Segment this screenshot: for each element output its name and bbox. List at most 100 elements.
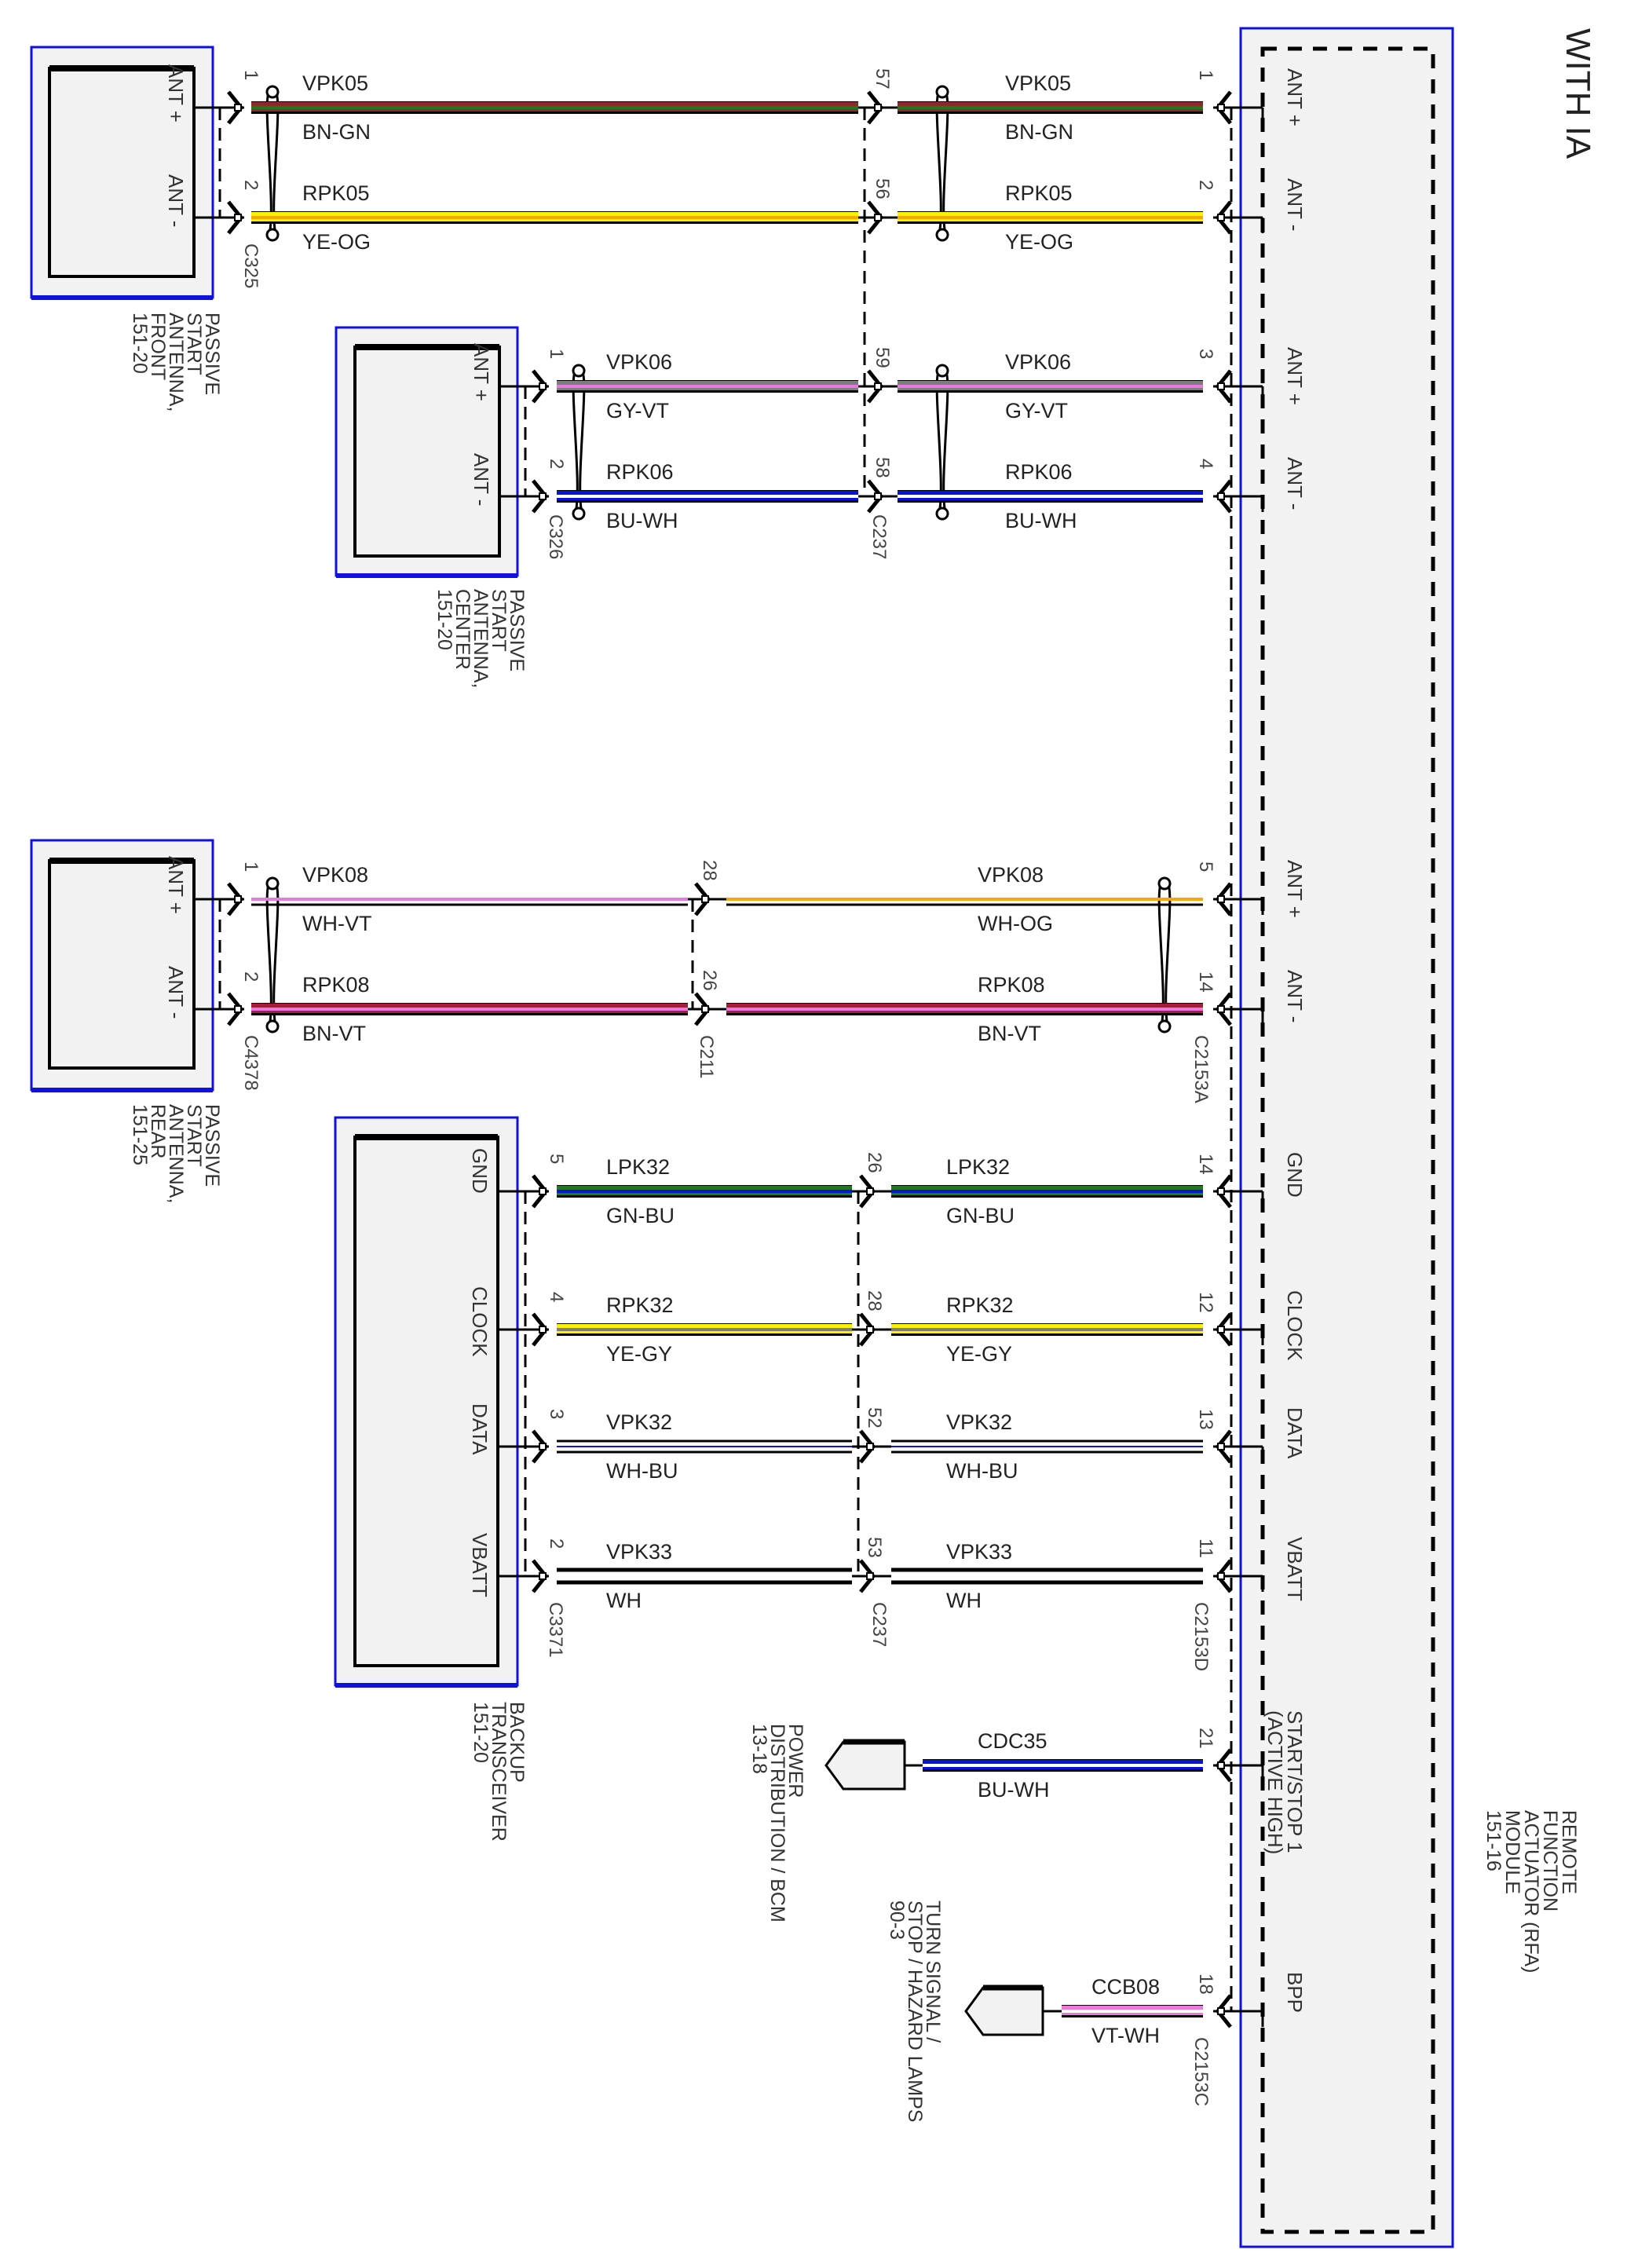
rear-pin-label: ANT - [164, 966, 188, 1019]
circuit-label: CCB08 [1091, 1975, 1160, 1999]
center-label-line: ANTENNA, [470, 589, 492, 688]
pin-number: 13 [1195, 1409, 1216, 1430]
pin-number: 3 [1195, 349, 1216, 359]
pin-number: 1 [546, 349, 567, 359]
wire-stripe [726, 1008, 1203, 1011]
pin-number: 11 [1195, 1538, 1216, 1558]
turn-label-line: 90-3 [886, 1900, 908, 1940]
twist-end [265, 85, 280, 99]
color-label: BN-VT [978, 1022, 1041, 1045]
backup-label-line: 151-20 [470, 1702, 492, 1763]
wire-RPK05 [251, 211, 858, 224]
color-label: YE-GY [946, 1342, 1012, 1366]
wire-VPK33 [891, 1567, 1203, 1585]
pin-number: 4 [1195, 459, 1216, 469]
circuit-label: VPK32 [946, 1410, 1012, 1434]
circuit-label: VPK08 [978, 863, 1044, 887]
pin-number: 2 [546, 459, 567, 469]
rear-label-line: PASSIVE [201, 1104, 223, 1187]
wire-VPK05 [898, 101, 1203, 114]
circuit-label: CDC35 [978, 1729, 1047, 1753]
center-pin-label: ANT + [470, 343, 493, 401]
pin-number: 56 [872, 178, 893, 199]
color-label: WH [946, 1589, 982, 1612]
connector-name: C2153D [1190, 1602, 1212, 1671]
rfa-label-line: FUNCTION [1539, 1810, 1561, 1911]
circuit-label: LPK32 [946, 1155, 1010, 1179]
wire-stripe [898, 106, 1203, 109]
module-pin-label: ANT - [1283, 178, 1307, 231]
circuit-label: RPK06 [1005, 460, 1073, 484]
center-label-line: START [488, 589, 510, 652]
twist-end [1157, 876, 1172, 891]
module-pin-label: ANT + [1283, 68, 1307, 126]
color-label: YE-GY [606, 1342, 672, 1366]
wire-VPK08 [251, 898, 688, 906]
pin-number: 2 [546, 1538, 567, 1549]
color-label: BN-GN [302, 120, 371, 144]
circuit-label: RPK32 [946, 1293, 1014, 1317]
pin-number: 59 [872, 347, 893, 368]
wire-stripe [251, 216, 858, 219]
wire-VPK05 [251, 101, 858, 114]
wires [251, 92, 1203, 2017]
pin-number: 14 [1195, 971, 1216, 993]
connector-name: C3371 [545, 1602, 566, 1658]
front-label-line: ANTENNA, [165, 313, 187, 412]
rfa-label-line: MODULE [1501, 1810, 1523, 1894]
center-label-line: CENTER [452, 589, 473, 670]
pin-number: 1 [240, 861, 261, 872]
wire-VPK08 [726, 898, 1203, 906]
rear-label-line: REAR [147, 1104, 169, 1158]
wire-stripe [557, 1190, 852, 1193]
rear-pin-label: ANT + [164, 856, 188, 914]
module-pin-label: CLOCK [1283, 1290, 1307, 1361]
color-label: YE-OG [1005, 230, 1073, 254]
pin-number: 3 [546, 1409, 567, 1419]
twist-end [265, 228, 280, 242]
module-pin-label: START/STOP 1 [1283, 1710, 1307, 1853]
center-outer-box [335, 326, 519, 577]
backup-label-line: BACKUP [506, 1702, 528, 1783]
twist-end [1157, 1019, 1172, 1033]
color-label: GN-BU [606, 1204, 675, 1227]
module-pin-label: GND [1283, 1152, 1307, 1198]
wire-RPK08 [726, 1003, 1203, 1015]
twist-end [572, 507, 586, 521]
pin-number: 4 [546, 1292, 567, 1302]
wire-stripe [898, 495, 1203, 498]
rfa-label-line: ACTUATOR (RFA) [1520, 1810, 1542, 1973]
turn-label-line: STOP / HAZARD LAMPS [904, 1900, 926, 2122]
color-label: BU-WH [606, 509, 678, 532]
circuit-label: RPK08 [302, 973, 370, 997]
circuit-label: LPK32 [606, 1155, 670, 1179]
module-pin-label: BPP [1283, 1972, 1307, 2013]
twist-end [572, 364, 586, 378]
twist-end [935, 364, 949, 378]
pin-number: 57 [872, 68, 893, 90]
wire-stripe [891, 1328, 1203, 1331]
pin-number: 5 [546, 1154, 567, 1164]
rear-label-line: START [183, 1104, 205, 1167]
backup-pin-label: DATA [468, 1403, 492, 1455]
circuit-label: RPK08 [978, 973, 1045, 997]
connector-name: C237 [868, 514, 890, 559]
circuit-label: RPK06 [606, 460, 674, 484]
component-front: ANT +ANT -PASSIVESTARTANTENNA,FRONT151-2… [30, 46, 244, 412]
wire-VPK32 [891, 1439, 1203, 1454]
pin-number: 18 [1195, 1974, 1216, 1995]
rear-label-line: 151-25 [129, 1104, 151, 1165]
pin-number: 2 [240, 180, 261, 190]
twist-end [935, 85, 949, 99]
wire-stripe [557, 1328, 852, 1331]
backup-pin-label: VBATT [468, 1533, 492, 1597]
module-pin-label: ANT + [1283, 860, 1307, 918]
circuit-label: VPK06 [606, 350, 672, 374]
wire-VPK06 [557, 380, 858, 393]
circuit-label: RPK05 [1005, 181, 1073, 205]
